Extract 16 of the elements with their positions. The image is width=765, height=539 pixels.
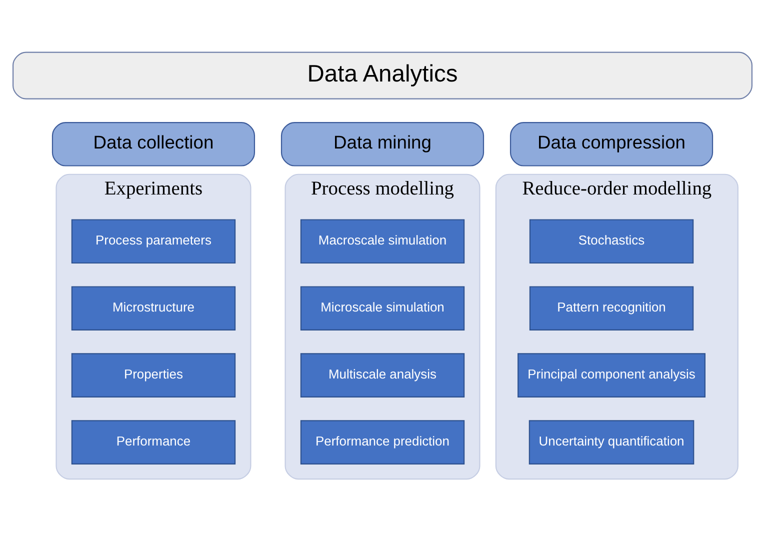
node-box: Performance prediction bbox=[300, 420, 465, 464]
node-box: Macroscale simulation bbox=[300, 218, 465, 264]
node-box: Data Analytics bbox=[12, 51, 752, 99]
node-box: Performance bbox=[71, 420, 236, 464]
node-box: Multiscale analysis bbox=[300, 352, 465, 397]
node-box: Stochastics bbox=[529, 218, 694, 264]
node-box: Data collection bbox=[52, 122, 256, 166]
node-box: Principal component analysis bbox=[518, 352, 706, 397]
node-box: Process parameters bbox=[71, 218, 236, 264]
node-box: Microstructure bbox=[71, 286, 236, 330]
node-box: Microscale simulation bbox=[300, 286, 465, 330]
node-box: Data compression bbox=[510, 122, 714, 166]
node-box: Uncertainty quantification bbox=[528, 420, 694, 464]
node-box: Data mining bbox=[280, 122, 484, 166]
node-box: Properties bbox=[71, 352, 236, 397]
node-box: Pattern recognition bbox=[529, 286, 694, 330]
